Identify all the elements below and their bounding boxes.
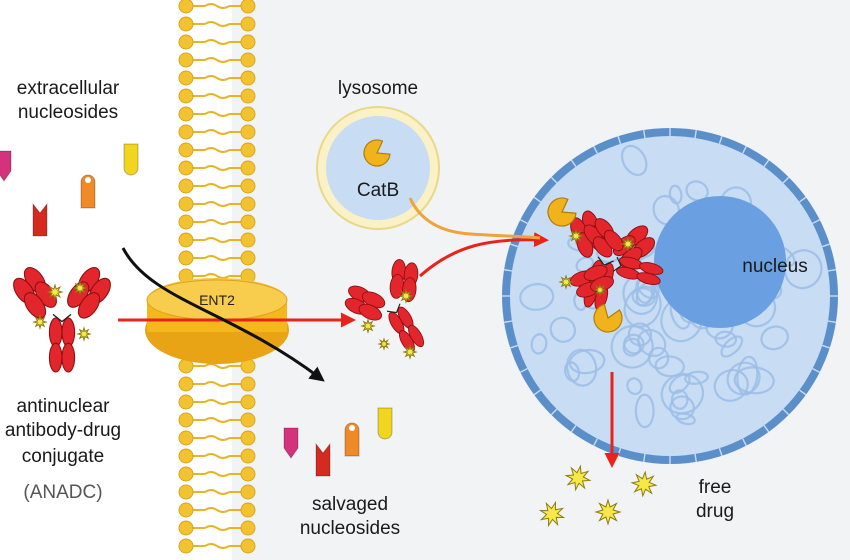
nucleus: [654, 196, 786, 328]
extracellular-nucleosides: [0, 143, 139, 237]
target-cell: [502, 128, 838, 464]
label-free: free: [698, 477, 732, 498]
nuclear-entry-arrow: [419, 232, 549, 278]
label-antinuclear: antinuclear: [16, 396, 110, 417]
free-drug-stars: [538, 464, 658, 528]
ent2-transporter: [145, 278, 289, 364]
label-conjugate: conjugate: [21, 446, 105, 467]
cell-membrane: [178, 0, 256, 554]
label-nucleosides-top: nucleosides: [17, 102, 119, 123]
label-salvaged-nucleosides: nucleosides: [299, 518, 401, 539]
label-antibody-drug: antibody-drug: [4, 420, 122, 441]
anadc-antibody-extracellular: [13, 266, 111, 373]
label-catb: CatB: [356, 180, 400, 201]
label-ent2: ENT2: [199, 292, 235, 308]
catb-delivery-arrow: [408, 197, 541, 240]
anadc-antibody-nuclear: [558, 210, 664, 311]
catb-enzymes: [363, 139, 623, 333]
anadc-antibody-cytoplasm: [344, 259, 425, 360]
label-anadc: (ANADC): [23, 482, 103, 503]
salvaged-nucleosides: [283, 407, 393, 477]
label-lysosome: lysosome: [337, 78, 419, 99]
label-drug: drug: [695, 501, 735, 522]
label-nucleus: nucleus: [742, 256, 808, 277]
lysosome: [316, 106, 440, 230]
label-extracellular: extracellular: [16, 78, 120, 99]
salvage-arrow: [121, 247, 325, 382]
label-salvaged: salvaged: [311, 494, 389, 515]
